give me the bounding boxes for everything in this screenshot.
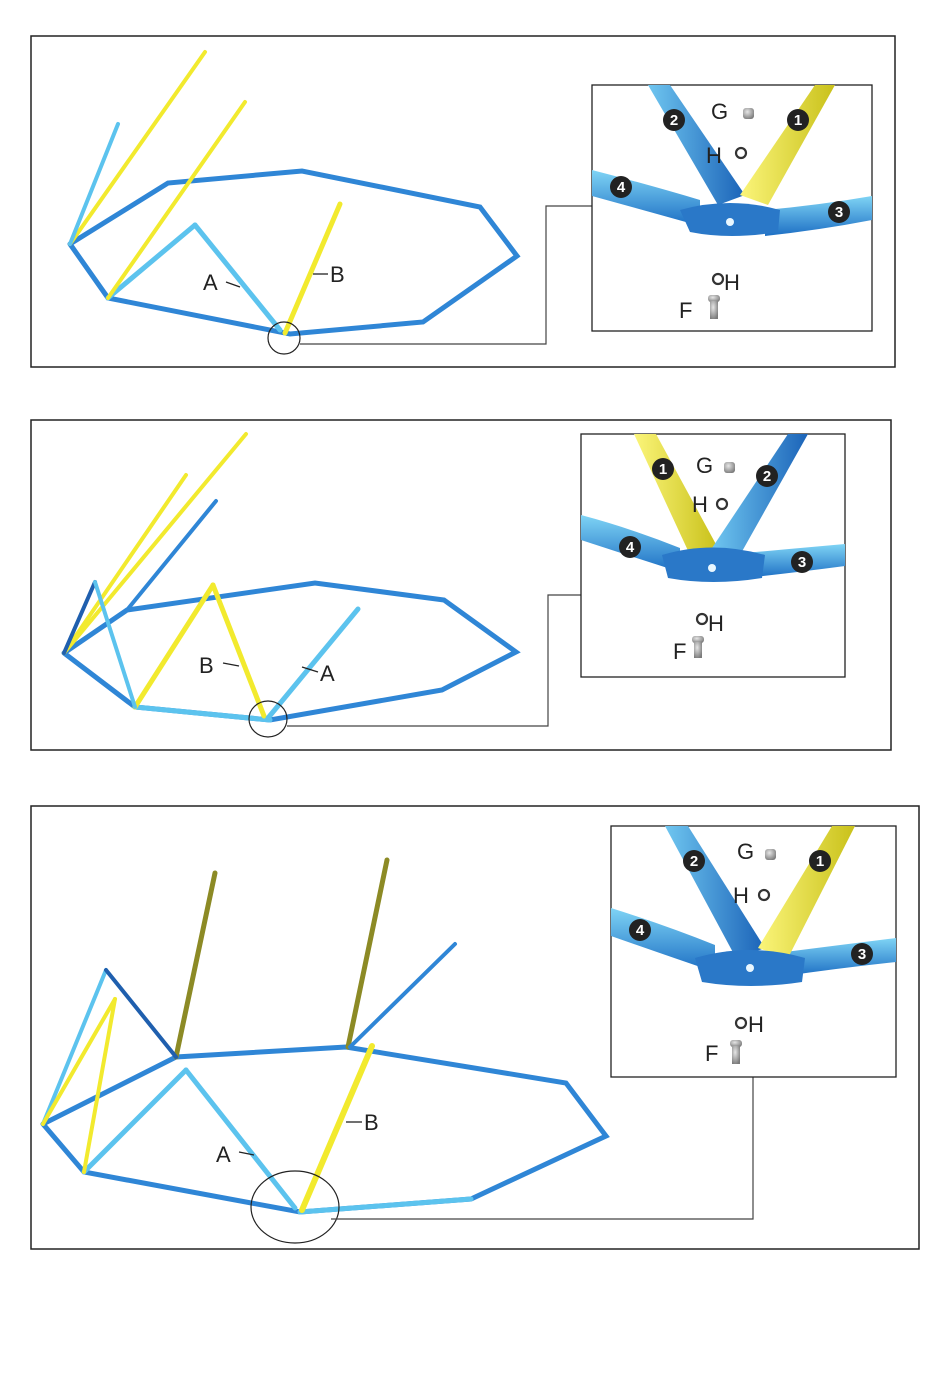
step-2-part-h-label-bottom: H <box>708 611 724 636</box>
step-3-part-g-label: G <box>737 839 754 864</box>
step-3-label-b: B <box>364 1110 379 1135</box>
step-1-part-f-label: F <box>679 298 692 323</box>
svg-text:4: 4 <box>626 539 635 556</box>
svg-text:2: 2 <box>690 853 698 870</box>
svg-text:3: 3 <box>858 946 866 963</box>
svg-text:1: 1 <box>659 461 667 478</box>
step-1-label-b: B <box>330 262 345 287</box>
step-3-part-h-label-top: H <box>733 883 749 908</box>
step-1-detail-box: 2 1 4 3 G H H F <box>592 85 872 331</box>
step-2-label-a: A <box>320 661 335 686</box>
step-3-part-f-label: F <box>705 1041 718 1066</box>
step-2-bolt-icon <box>692 636 704 643</box>
step-2-nut-icon <box>724 462 735 473</box>
svg-text:1: 1 <box>816 853 824 870</box>
svg-text:2: 2 <box>763 468 771 485</box>
step-1-part-h-label-top: H <box>706 143 722 168</box>
step-2-panel: B A 1 2 4 3 G H H F <box>31 420 891 750</box>
svg-text:4: 4 <box>617 179 626 196</box>
step-3-detail-box: 2 1 4 3 G H H F <box>611 826 896 1077</box>
step-3-bolt-icon <box>730 1040 742 1047</box>
svg-text:2: 2 <box>670 112 678 129</box>
svg-text:3: 3 <box>798 554 806 571</box>
step-1-nut-icon <box>743 108 754 119</box>
step-1-label-a: A <box>203 270 218 295</box>
step-1-part-g-label: G <box>711 99 728 124</box>
step-2-label-b: B <box>199 653 214 678</box>
step-2-part-h-label-top: H <box>692 492 708 517</box>
step-3-panel: A B 2 1 4 3 G H H F <box>31 806 919 1249</box>
step-1-bolt-icon <box>708 295 720 302</box>
svg-text:3: 3 <box>835 204 843 221</box>
step-1-part-h-label-bottom: H <box>724 270 740 295</box>
svg-text:4: 4 <box>636 922 645 939</box>
svg-text:1: 1 <box>794 112 802 129</box>
step-1-panel: A B 2 1 4 3 G H <box>31 36 895 367</box>
step-2-detail-box: 1 2 4 3 G H H F <box>581 434 845 677</box>
step-3-part-h-label-bottom: H <box>748 1012 764 1037</box>
step-3-label-a: A <box>216 1142 231 1167</box>
step-2-part-g-label: G <box>696 453 713 478</box>
step-3-nut-icon <box>765 849 776 860</box>
step-2-part-f-label: F <box>673 639 686 664</box>
